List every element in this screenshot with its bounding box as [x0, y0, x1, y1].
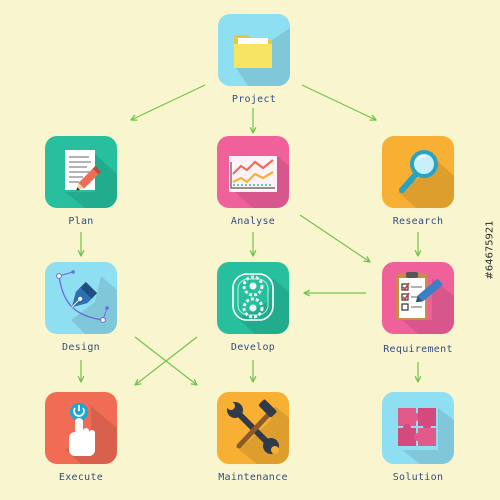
node-label: Design: [62, 342, 100, 353]
node-label: Project: [231, 94, 277, 105]
arrow-develop-execute: [135, 336, 198, 385]
magnifier-icon: [382, 136, 454, 208]
folder-icon: [218, 14, 290, 86]
node-label: Solution: [392, 472, 444, 483]
node-label: Requirement: [383, 344, 453, 355]
node-label: Research: [392, 216, 444, 227]
line-chart-icon: [217, 136, 289, 208]
arrow-project-research: [301, 84, 376, 120]
checklist-icon: [382, 262, 454, 334]
puzzle-icon: [382, 392, 454, 464]
arrow-analyse-requirement: [299, 214, 370, 262]
node-label: Develop: [230, 342, 276, 353]
document-pencil-icon: [45, 136, 117, 208]
stock-id-watermark: #64675921: [484, 220, 496, 280]
node-label: Maintenance: [218, 472, 288, 483]
node-label: Analyse: [230, 216, 276, 227]
arrow-project-plan: [131, 84, 206, 120]
gears-icon: [217, 262, 289, 334]
wrench-hammer-icon: [217, 392, 289, 464]
pen-nib-icon: [45, 262, 117, 334]
node-label: Execute: [58, 472, 104, 483]
node-label: Plan: [68, 216, 94, 227]
power-touch-icon: [45, 392, 117, 464]
